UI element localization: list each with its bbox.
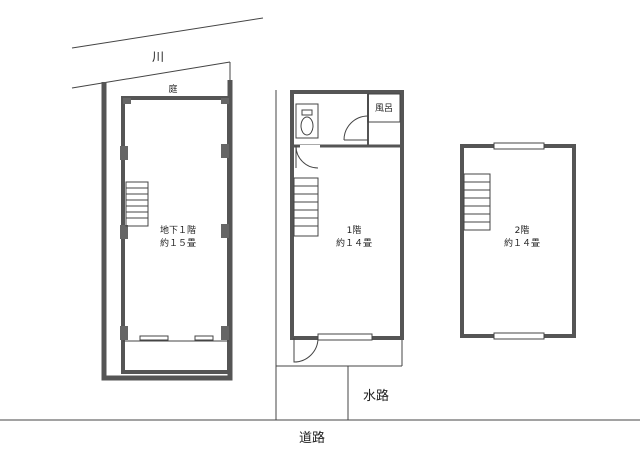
floor2-name-label: 2階: [515, 225, 530, 236]
floor1-plan: [290, 90, 404, 363]
river-label: 川: [152, 50, 164, 64]
toilet-icon: [295, 103, 319, 139]
floor2-stairs: [463, 173, 491, 231]
floor2-area-label: 約１４畳: [504, 237, 540, 249]
column: [221, 224, 229, 238]
basement-name-label: 地下１階: [160, 224, 196, 236]
column: [221, 98, 229, 104]
floor1-stairs: [293, 177, 319, 237]
column: [221, 326, 229, 340]
basement-window: [194, 335, 214, 341]
floor2-window: [493, 332, 545, 340]
floor1-partition-gap: [300, 145, 320, 148]
site-north-boundary: [71, 61, 231, 89]
floor1-area-label: 約１４畳: [336, 237, 372, 249]
floor1-window: [317, 333, 373, 341]
basement-stairs: [125, 181, 149, 227]
floor2-plan: [460, 142, 576, 340]
basement-area-label: 約１５畳: [160, 237, 196, 249]
column: [120, 326, 128, 340]
floor1-name-label: 1階: [347, 225, 362, 236]
river-line: [71, 17, 264, 49]
toilet-door: [295, 145, 319, 169]
column: [120, 146, 128, 160]
basement-plan: [101, 80, 233, 381]
garden-label: 庭: [168, 83, 177, 95]
entrance-door: [293, 337, 319, 363]
bath-label: 風呂: [375, 103, 393, 114]
bath-door: [343, 115, 369, 141]
column: [120, 225, 128, 239]
column: [221, 144, 229, 158]
site-lines: [0, 17, 640, 421]
road-label: 道路: [299, 430, 325, 446]
basement-window: [139, 335, 169, 341]
waterway-label: 水路: [363, 388, 389, 404]
floor2-window: [493, 142, 545, 150]
column: [123, 98, 131, 104]
